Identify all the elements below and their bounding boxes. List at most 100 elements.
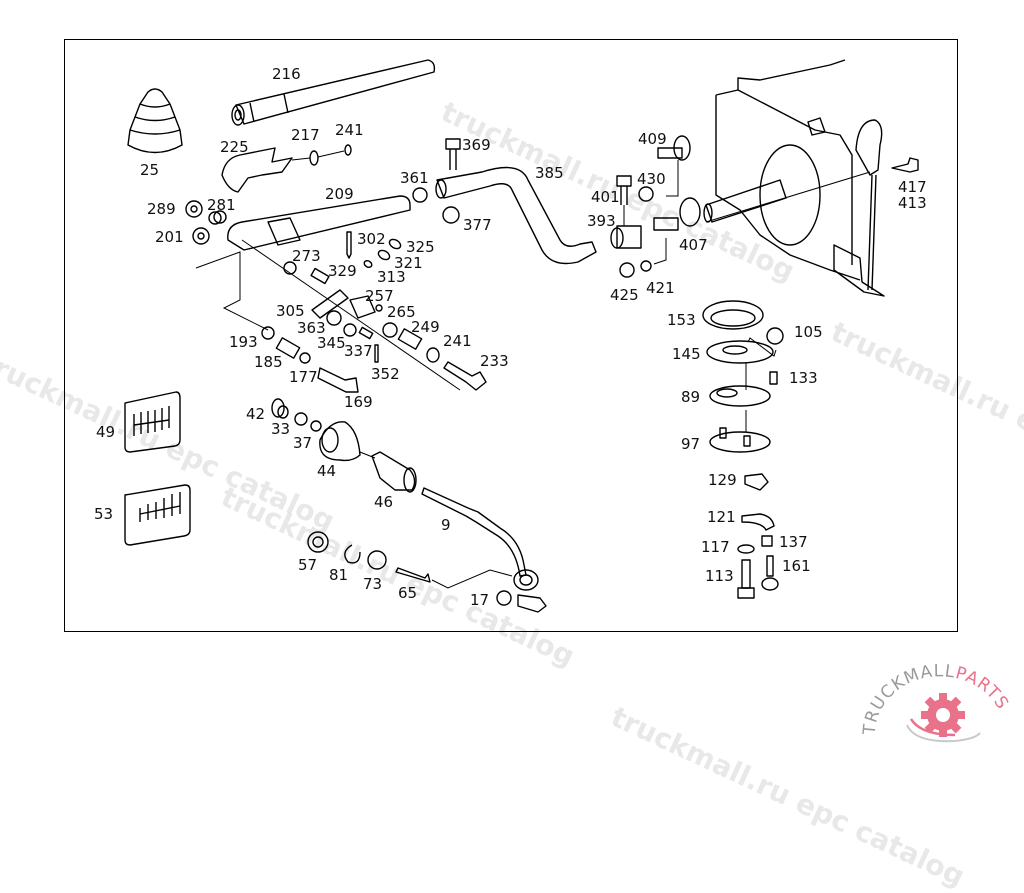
part-225-lever xyxy=(221,147,293,193)
callout-133[interactable]: 133 xyxy=(789,369,818,387)
callout-241-b[interactable]: 241 xyxy=(443,332,472,350)
part-201-nut xyxy=(192,227,210,245)
callout-377[interactable]: 377 xyxy=(463,216,492,234)
callout-345[interactable]: 345 xyxy=(317,334,346,352)
callout-233[interactable]: 233 xyxy=(480,352,509,370)
callout-421[interactable]: 421 xyxy=(646,279,675,297)
callout-185[interactable]: 185 xyxy=(254,353,283,371)
callout-361[interactable]: 361 xyxy=(400,169,429,187)
callout-321[interactable]: 321 xyxy=(394,254,423,272)
callout-413[interactable]: 413 xyxy=(898,194,927,212)
part-313-washer xyxy=(363,260,373,268)
callout-407[interactable]: 407 xyxy=(679,236,708,254)
callout-81[interactable]: 81 xyxy=(329,566,349,584)
callout-265[interactable]: 265 xyxy=(387,303,416,321)
callout-129[interactable]: 129 xyxy=(708,471,737,489)
callout-393[interactable]: 393 xyxy=(587,212,616,230)
part-65-pin xyxy=(395,567,431,583)
callout-217[interactable]: 217 xyxy=(291,126,320,144)
part-33-nut xyxy=(294,412,308,426)
part-217-washer xyxy=(309,150,319,166)
callout-401[interactable]: 401 xyxy=(591,188,620,206)
callout-137[interactable]: 137 xyxy=(779,533,808,551)
part-363-bushing xyxy=(326,310,342,326)
part-401-bolt xyxy=(616,175,632,205)
callout-44[interactable]: 44 xyxy=(317,462,337,480)
part-241-washer-b xyxy=(426,347,440,363)
callout-73[interactable]: 73 xyxy=(363,575,383,593)
part-177-washer xyxy=(299,352,311,364)
callout-53[interactable]: 53 xyxy=(94,505,114,523)
callout-325[interactable]: 325 xyxy=(406,238,435,256)
callout-337[interactable]: 337 xyxy=(344,342,373,360)
callout-145[interactable]: 145 xyxy=(672,345,701,363)
callout-57[interactable]: 57 xyxy=(298,556,318,574)
callout-385[interactable]: 385 xyxy=(535,164,564,182)
part-302-cotter xyxy=(346,231,352,259)
part-97-plate xyxy=(709,427,771,453)
callout-121[interactable]: 121 xyxy=(707,508,736,526)
swoosh-icon xyxy=(906,718,981,743)
callout-193[interactable]: 193 xyxy=(229,333,258,351)
callout-65[interactable]: 65 xyxy=(398,584,418,602)
part-73-bushing xyxy=(367,550,387,570)
part-216-tube xyxy=(231,59,436,126)
part-393-clamp xyxy=(610,225,642,249)
part-273-clip xyxy=(283,261,297,275)
callout-113[interactable]: 113 xyxy=(705,567,734,585)
callout-249[interactable]: 249 xyxy=(411,318,440,336)
part-133-screw xyxy=(769,371,778,385)
part-49-plate xyxy=(124,391,181,453)
truckmall-parts-logo: TRUCKMALLPARTS xyxy=(860,661,1011,743)
callout-281[interactable]: 281 xyxy=(207,196,236,214)
part-145-plate xyxy=(706,340,774,364)
callout-352[interactable]: 352 xyxy=(371,365,400,383)
callout-302[interactable]: 302 xyxy=(357,230,386,248)
callout-209[interactable]: 209 xyxy=(325,185,354,203)
callout-25[interactable]: 25 xyxy=(140,161,160,179)
part-325-washer xyxy=(388,238,402,250)
callout-33[interactable]: 33 xyxy=(271,420,291,438)
callout-97[interactable]: 97 xyxy=(681,435,701,453)
part-249-bushing xyxy=(397,328,423,350)
callout-289[interactable]: 289 xyxy=(147,200,176,218)
callout-37[interactable]: 37 xyxy=(293,434,313,452)
part-44-knob xyxy=(319,421,361,462)
callout-363[interactable]: 363 xyxy=(297,319,326,337)
parts-diagram xyxy=(124,59,919,613)
part-117-washer xyxy=(737,544,755,554)
part-417-bolt xyxy=(891,157,919,173)
callout-49[interactable]: 49 xyxy=(96,423,116,441)
part-257-clevis xyxy=(349,295,376,319)
callout-425[interactable]: 425 xyxy=(610,286,639,304)
callout-153[interactable]: 153 xyxy=(667,311,696,329)
callout-46[interactable]: 46 xyxy=(374,493,394,511)
callout-329[interactable]: 329 xyxy=(328,262,357,280)
callout-177[interactable]: 177 xyxy=(289,368,318,386)
part-169-bolt xyxy=(317,367,359,393)
callout-273[interactable]: 273 xyxy=(292,247,321,265)
callout-117[interactable]: 117 xyxy=(701,538,730,556)
callout-201[interactable]: 201 xyxy=(155,228,184,246)
callout-430[interactable]: 430 xyxy=(637,170,666,188)
callout-42[interactable]: 42 xyxy=(246,405,266,423)
callout-169[interactable]: 169 xyxy=(344,393,373,411)
callout-105[interactable]: 105 xyxy=(794,323,823,341)
callout-257[interactable]: 257 xyxy=(365,287,394,305)
part-281-spring xyxy=(208,210,227,225)
callout-417[interactable]: 417 xyxy=(898,178,927,196)
callout-17[interactable]: 17 xyxy=(470,591,490,609)
part-129-clip xyxy=(744,473,769,491)
callout-225[interactable]: 225 xyxy=(220,138,249,156)
callout-89[interactable]: 89 xyxy=(681,388,701,406)
callout-313[interactable]: 313 xyxy=(377,268,406,286)
callout-305[interactable]: 305 xyxy=(276,302,305,320)
callout-241[interactable]: 241 xyxy=(335,121,364,139)
part-105-nut xyxy=(766,327,784,345)
callout-216[interactable]: 216 xyxy=(272,65,301,83)
part-377-nut xyxy=(442,206,460,224)
callout-161[interactable]: 161 xyxy=(782,557,811,575)
callout-369[interactable]: 369 xyxy=(462,136,491,154)
callout-9[interactable]: 9 xyxy=(441,516,451,534)
callout-409[interactable]: 409 xyxy=(638,130,667,148)
